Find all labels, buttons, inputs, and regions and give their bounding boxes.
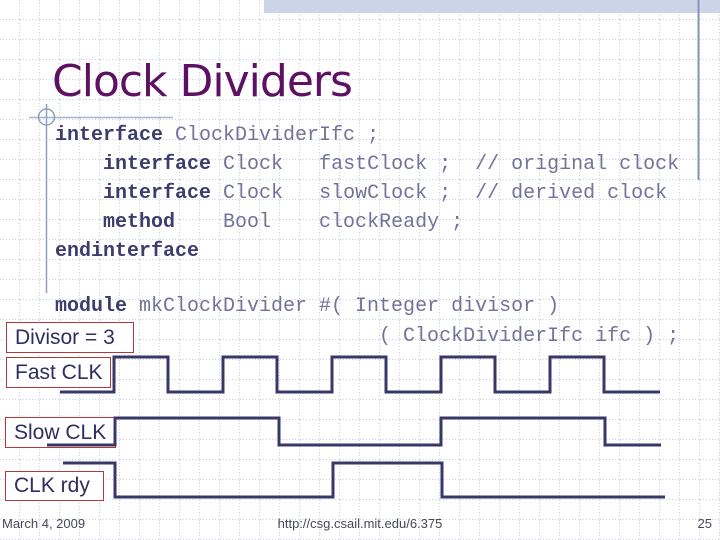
- code-line: method Bool clockReady ;: [103, 211, 464, 234]
- divisor-label: Divisor = 3: [6, 322, 134, 353]
- footer-url: http://csg.csail.mit.edu/6.375: [277, 516, 443, 531]
- code-line: interface Clock slowClock ; // derived c…: [103, 182, 668, 205]
- code-line: endinterface: [55, 240, 200, 263]
- top-accent-bar: [264, 0, 720, 13]
- page-title: Clock Dividers: [52, 56, 353, 107]
- code-line: module mkClockDivider #( Integer divisor…: [55, 295, 560, 318]
- fast-clk-label: Fast CLK: [6, 357, 111, 388]
- code-line: interface ClockDividerIfc ;: [55, 124, 380, 147]
- clk-rdy-label: CLK rdy: [5, 471, 104, 501]
- footer-date: March 4, 2009: [2, 516, 86, 531]
- code-line: ( ClockDividerIfc ifc ) ;: [55, 325, 680, 348]
- footer-page-number: 25: [697, 516, 712, 531]
- code-module-block: module mkClockDivider #( Integer divisor…: [55, 292, 679, 352]
- slow-clk-label: Slow CLK: [5, 417, 116, 448]
- code-interface-block: interface ClockDividerIfc ; interface Cl…: [55, 121, 679, 266]
- code-line: interface Clock fastClock ; // original …: [103, 153, 680, 176]
